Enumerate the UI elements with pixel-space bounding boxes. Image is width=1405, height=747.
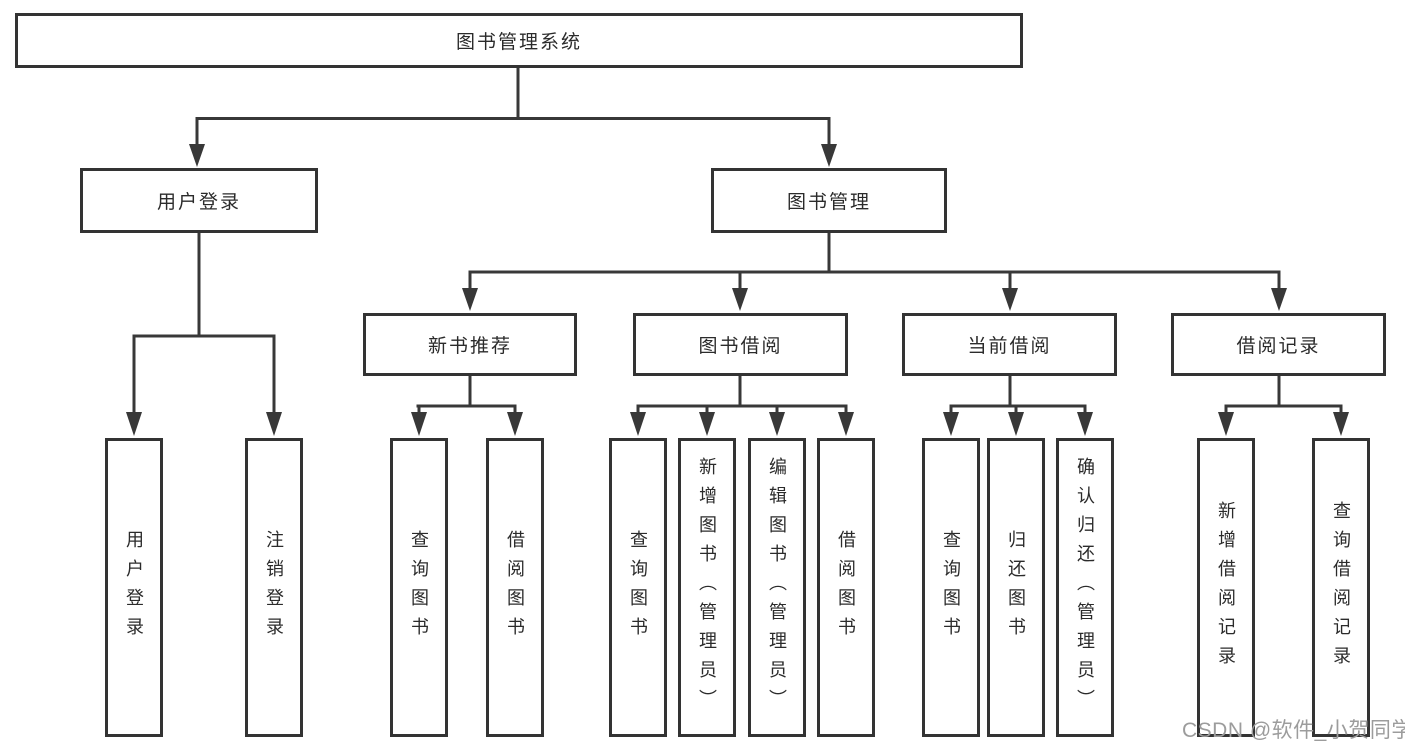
- connector-root-to-level2: [189, 68, 837, 167]
- arrowhead: [411, 412, 427, 436]
- node-label: 注销登录: [264, 529, 284, 646]
- arrowhead: [630, 412, 646, 436]
- node-label: 新书推荐: [427, 336, 512, 357]
- arrowhead: [1077, 412, 1093, 436]
- csdn-watermark: CSDN @软件_小贺同学: [1182, 719, 1405, 742]
- arrowhead: [126, 412, 142, 436]
- node-label: 查询借阅记录: [1331, 500, 1351, 675]
- node-label: 查询图书: [409, 529, 429, 646]
- connector-book-management-to-level3: [462, 233, 1287, 311]
- leaf-add-books-admin: 新增图书（管理员）: [678, 438, 736, 737]
- node-label: 编辑图书（管理员）: [767, 457, 787, 718]
- node-label: 用户登录: [124, 529, 144, 646]
- arrowhead: [838, 412, 854, 436]
- node-label: 图书管理系统: [455, 32, 582, 53]
- leaf-add-borrow-record: 新增借阅记录: [1197, 438, 1255, 737]
- node-label: 借阅图书: [505, 529, 525, 646]
- leaf-confirm-return-admin: 确认归还（管理员）: [1056, 438, 1114, 737]
- node-label: 用户登录: [156, 192, 241, 213]
- node-borrow-records: 借阅记录: [1171, 313, 1386, 376]
- node-book-borrowing: 图书借阅: [633, 313, 848, 376]
- leaf-query-books-borrowing: 查询图书: [609, 438, 667, 737]
- arrowhead: [821, 144, 837, 167]
- leaf-borrow-books-recommend: 借阅图书: [486, 438, 544, 737]
- leaf-query-borrow-record: 查询借阅记录: [1312, 438, 1370, 737]
- leaf-edit-books-admin: 编辑图书（管理员）: [748, 438, 806, 737]
- node-label: 查询图书: [941, 529, 961, 646]
- arrowhead: [507, 412, 523, 436]
- node-library-management-system: 图书管理系统: [15, 13, 1023, 68]
- arrowhead: [1002, 288, 1018, 311]
- node-label: 借阅图书: [836, 529, 856, 646]
- arrowhead: [1218, 412, 1234, 436]
- leaf-query-books-recommend: 查询图书: [390, 438, 448, 737]
- node-label: 图书管理: [786, 192, 871, 213]
- leaf-return-books: 归还图书: [987, 438, 1045, 737]
- node-book-management: 图书管理: [711, 168, 947, 233]
- node-current-borrowing: 当前借阅: [902, 313, 1117, 376]
- leaf-query-books-current: 查询图书: [922, 438, 980, 737]
- arrowhead: [1008, 412, 1024, 436]
- connector-borrow-records-to-leaves: [1218, 376, 1349, 436]
- arrowhead: [769, 412, 785, 436]
- node-new-book-recommend: 新书推荐: [363, 313, 577, 376]
- arrowhead: [1271, 288, 1287, 311]
- node-label: 归还图书: [1006, 529, 1026, 646]
- leaf-logout: 注销登录: [245, 438, 303, 737]
- arrowhead: [266, 412, 282, 436]
- arrowhead: [462, 288, 478, 311]
- arrowhead: [943, 412, 959, 436]
- arrowhead: [699, 412, 715, 436]
- node-label: 借阅记录: [1236, 336, 1321, 357]
- arrowhead: [1333, 412, 1349, 436]
- arrowhead: [732, 288, 748, 311]
- connector-book-borrowing-to-leaves: [630, 376, 854, 436]
- node-label: 图书借阅: [698, 336, 783, 357]
- node-label: 新增借阅记录: [1216, 500, 1236, 675]
- connector-new-book-recommend-to-leaves: [411, 376, 523, 436]
- node-user-login: 用户登录: [80, 168, 318, 233]
- leaf-user-login: 用户登录: [105, 438, 163, 737]
- connector-current-borrowing-to-leaves: [943, 376, 1093, 436]
- node-label: 当前借阅: [967, 336, 1052, 357]
- connector-user-login-to-leaves: [126, 233, 282, 436]
- leaf-borrow-books-borrowing: 借阅图书: [817, 438, 875, 737]
- arrowhead: [189, 144, 205, 167]
- node-label: 确认归还（管理员）: [1075, 457, 1095, 718]
- node-label: 查询图书: [628, 529, 648, 646]
- node-label: 新增图书（管理员）: [697, 457, 717, 718]
